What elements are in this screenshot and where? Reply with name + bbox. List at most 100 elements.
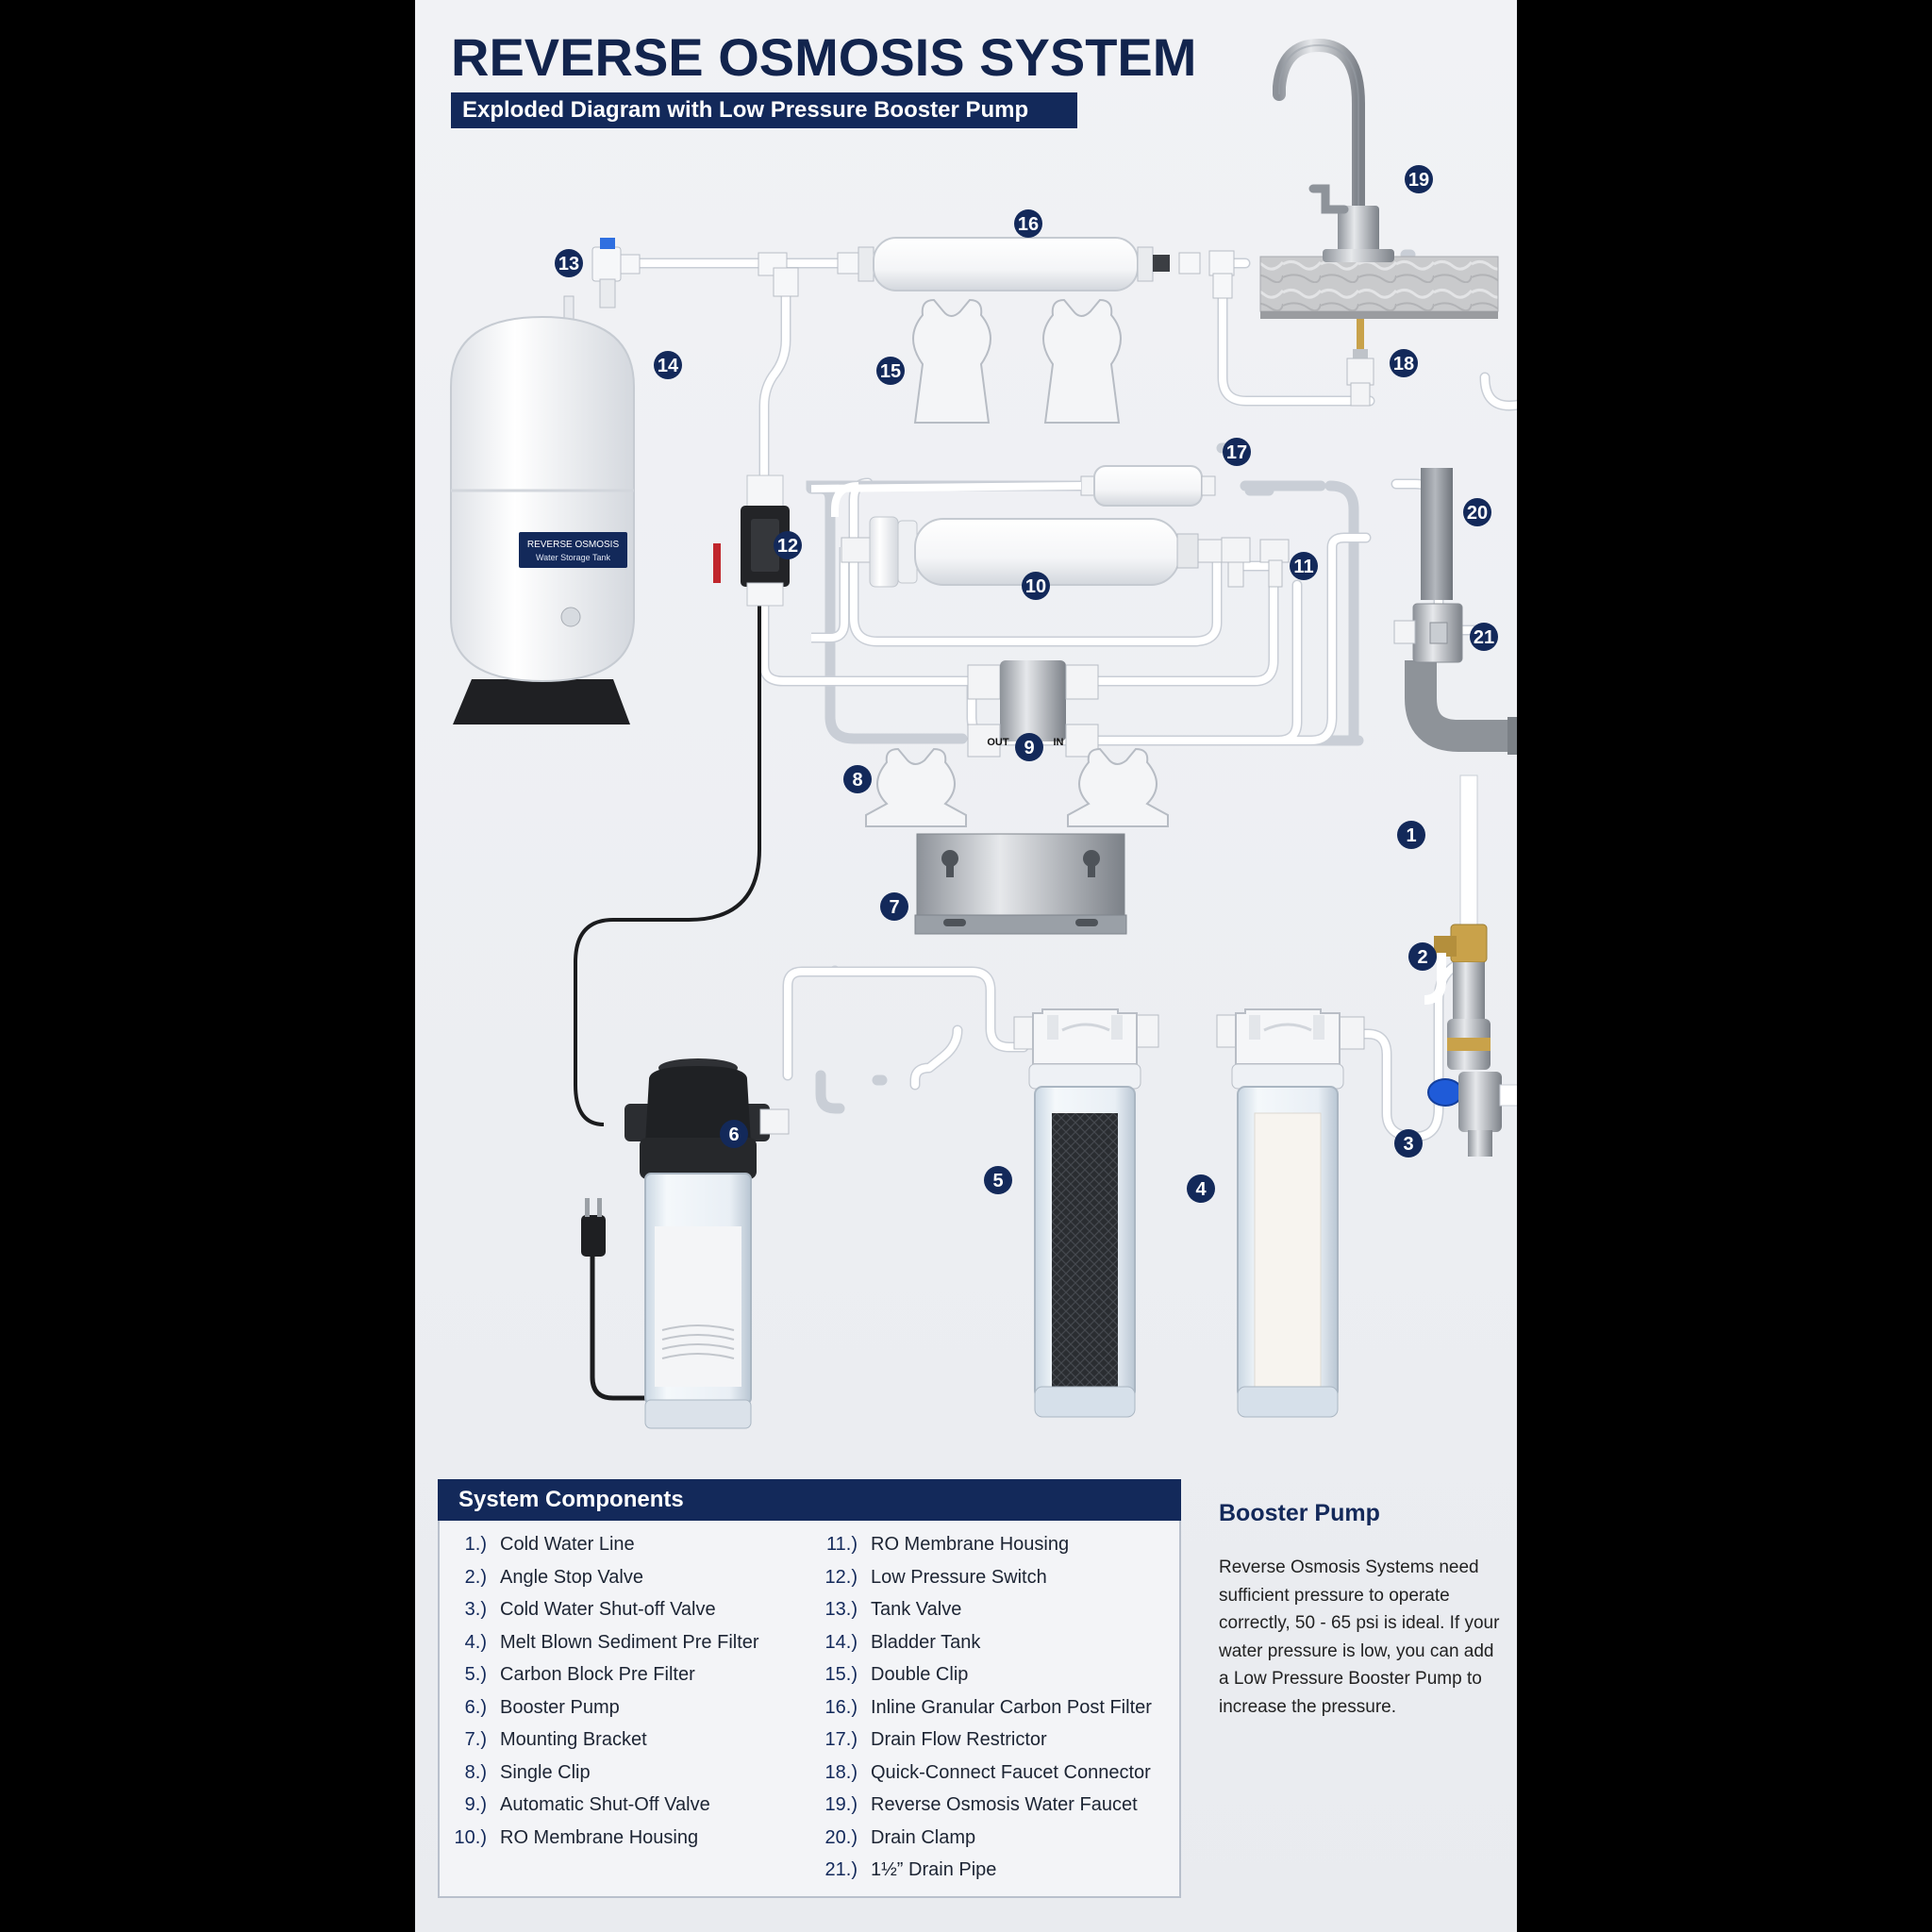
- power-cord: [590, 1255, 646, 1401]
- callout-8: 8: [843, 765, 872, 793]
- svg-text:10: 10: [1025, 576, 1046, 597]
- low-pressure-switch: [741, 475, 790, 607]
- component-number: 13.): [824, 1599, 858, 1620]
- component-label: Bladder Tank: [871, 1631, 981, 1653]
- svg-text:8: 8: [852, 770, 862, 791]
- component-number: 16.): [824, 1696, 858, 1718]
- svg-text:12: 12: [777, 536, 798, 557]
- component-item: 17.) Drain Flow Restrictor: [810, 1729, 1152, 1762]
- component-item: 12.)Low Pressure Switch: [810, 1567, 1152, 1600]
- callout-9: 9: [1015, 733, 1043, 761]
- component-label: Melt Blown Sediment Pre Filter: [500, 1631, 759, 1653]
- svg-text:18: 18: [1393, 354, 1414, 375]
- component-label: RO Membrane Housing: [871, 1534, 1070, 1555]
- component-label: Inline Granular Carbon Post Filter: [871, 1696, 1152, 1718]
- svg-text:2: 2: [1417, 947, 1427, 968]
- drain-pipe: [1393, 468, 1517, 755]
- svg-text:5: 5: [992, 1171, 1003, 1191]
- inline-post-filter: [758, 237, 1235, 299]
- svg-text:21: 21: [1474, 627, 1494, 648]
- component-item: 20.) Drain Clamp: [810, 1827, 1152, 1860]
- callout-21: 21: [1470, 623, 1498, 651]
- booster-pump-info: Booster Pump Reverse Osmosis Systems nee…: [1219, 1500, 1502, 1721]
- switch-cable: [574, 585, 761, 1126]
- svg-text:1: 1: [1406, 825, 1416, 846]
- component-number: 9.): [464, 1794, 487, 1815]
- component-label: Double Clip: [871, 1664, 969, 1685]
- component-number: 10.): [454, 1826, 487, 1848]
- component-item: 2.)Angle Stop Valve: [440, 1567, 759, 1600]
- svg-text:4: 4: [1195, 1179, 1207, 1200]
- mounting-bracket: [914, 833, 1127, 935]
- component-label: Tank Valve: [871, 1599, 962, 1620]
- component-number: 18.): [824, 1761, 858, 1783]
- component-item: 3.)Cold Water Shut-off Valve: [440, 1599, 759, 1632]
- callout-5: 5: [984, 1166, 1012, 1194]
- valve-out-label: OUT: [987, 737, 1009, 748]
- svg-text:17: 17: [1226, 442, 1247, 463]
- callout-18: 18: [1390, 349, 1418, 377]
- component-item: 14.)Bladder Tank: [810, 1632, 1152, 1665]
- callout-10: 10: [1022, 572, 1050, 600]
- cold-water-valves: [1424, 774, 1517, 1157]
- component-label: Drain Clamp: [871, 1826, 976, 1848]
- component-label: Quick-Connect Faucet Connector: [871, 1761, 1151, 1783]
- component-item: 16.) Inline Granular Carbon Post Filter: [810, 1697, 1152, 1730]
- component-number: 17.): [824, 1729, 858, 1750]
- callout-15: 15: [876, 357, 905, 385]
- component-number: 19.): [824, 1794, 858, 1815]
- component-number: 2.): [464, 1566, 487, 1588]
- callout-3: 3: [1394, 1129, 1423, 1158]
- callout-2: 2: [1408, 942, 1437, 971]
- component-number: 15.): [824, 1664, 858, 1685]
- component-item: 15.) Double Clip: [810, 1664, 1152, 1697]
- page-title: REVERSE OSMOSIS SYSTEM: [451, 27, 1197, 87]
- component-label: Cold Water Line: [500, 1534, 635, 1555]
- component-number: 11.): [826, 1534, 858, 1555]
- component-item: 5.)Carbon Block Pre Filter: [440, 1664, 759, 1697]
- callout-17: 17: [1223, 438, 1251, 466]
- component-label: Drain Flow Restrictor: [871, 1729, 1047, 1750]
- component-item: 4.)Melt Blown Sediment Pre Filter: [440, 1632, 759, 1665]
- component-number: 20.): [824, 1826, 858, 1848]
- component-item: 11.) RO Membrane Housing: [810, 1534, 1152, 1567]
- sediment-filter: [1216, 1008, 1365, 1418]
- svg-text:6: 6: [728, 1124, 739, 1145]
- ro-membrane-housing: [811, 516, 1290, 643]
- component-item: 8.)Single Clip: [440, 1762, 759, 1795]
- components-list-right: 11.) RO Membrane Housing 12.)Low Pressure …: [810, 1534, 1152, 1892]
- tank-label-line1: REVERSE OSMOSIS: [527, 540, 620, 550]
- tank-label-line2: Water Storage Tank: [536, 553, 611, 562]
- drain-flow-restrictor: [1080, 465, 1216, 507]
- callout-20: 20: [1463, 498, 1491, 526]
- svg-text:19: 19: [1408, 170, 1429, 191]
- svg-text:14: 14: [658, 356, 679, 376]
- svg-text:11: 11: [1293, 557, 1313, 577]
- component-label: Automatic Shut-Off Valve: [500, 1794, 710, 1815]
- component-item: 19.)Reverse Osmosis Water Faucet: [810, 1794, 1152, 1827]
- component-item: 9.) Automatic Shut-Off Valve: [440, 1794, 759, 1827]
- component-label: 1½” Drain Pipe: [871, 1859, 997, 1880]
- component-number: 7.): [464, 1729, 487, 1750]
- single-clips: [865, 747, 1169, 827]
- svg-text:16: 16: [1018, 214, 1039, 235]
- component-number: 3.): [464, 1599, 487, 1620]
- ro-faucet: [1259, 38, 1499, 362]
- component-item: 1.)Cold Water Line: [440, 1534, 759, 1567]
- component-item: 13.) Tank Valve: [810, 1599, 1152, 1632]
- double-clip: [912, 298, 1122, 424]
- booster-pump: [581, 1058, 790, 1429]
- svg-text:20: 20: [1467, 503, 1488, 524]
- component-item: 7.)Mounting Bracket: [440, 1729, 759, 1762]
- booster-title: Booster Pump: [1219, 1500, 1380, 1526]
- callout-14: 14: [654, 351, 682, 379]
- component-label: Booster Pump: [500, 1696, 620, 1718]
- svg-text:7: 7: [889, 897, 899, 918]
- svg-text:15: 15: [880, 361, 901, 382]
- component-label: Single Clip: [500, 1761, 591, 1783]
- callout-1: 1: [1397, 821, 1425, 849]
- callout-16: 16: [1014, 209, 1042, 238]
- components-heading: System Components: [438, 1479, 1181, 1521]
- callout-markers: 1 2 3 4 5 6 7 8 9 10 11 12 13 14 15 16 1…: [555, 165, 1498, 1203]
